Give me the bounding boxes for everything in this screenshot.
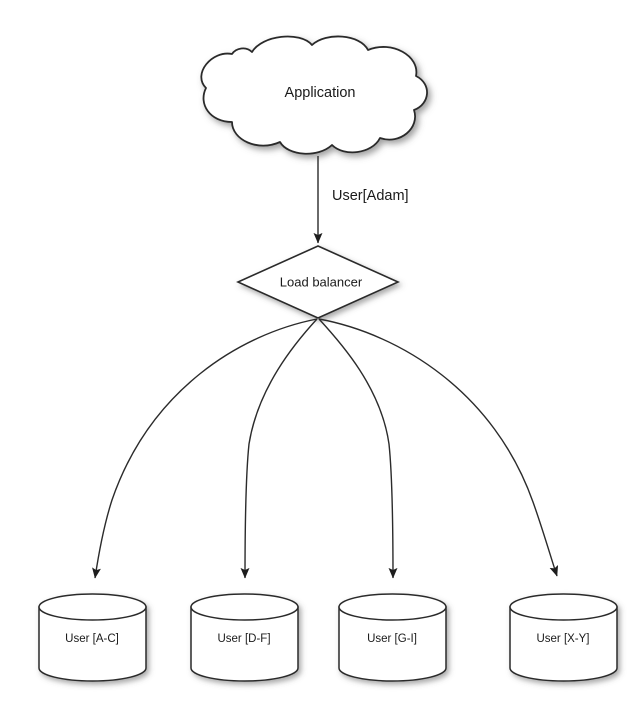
database-label-1: User [D-F] [217,633,270,645]
node-database-1[interactable]: User [D-F] [190,593,299,682]
edge-balancer-to-db-2[interactable] [318,318,398,579]
edge-curve-db-0 [92,318,318,579]
cloud-label: Application [285,85,356,101]
cylinder-shape-2 [338,593,447,682]
database-label-3: User [X-Y] [536,633,589,645]
edge-curve-db-3 [318,318,559,577]
diamond-label: Load balancer [280,274,363,289]
database-label-0: User [A-C] [65,633,119,645]
cloud-shape [200,35,428,155]
node-database-2[interactable]: User [G-I] [338,593,447,682]
cylinder-shape-1 [190,593,299,682]
edge-balancer-to-db-3[interactable] [318,318,559,577]
database-label-2: User [G-I] [367,633,417,645]
node-database-0[interactable]: User [A-C] [38,593,147,682]
node-load-balancer-diamond[interactable]: Load balancer [236,245,400,319]
node-database-3[interactable]: User [X-Y] [509,593,618,682]
cylinder-shape-0 [38,593,147,682]
edge-balancer-to-db-1[interactable] [240,318,318,579]
diamond-shape [236,245,400,319]
edge-curve-db-2 [318,318,398,579]
node-application-cloud[interactable]: Application [200,35,428,155]
cylinder-shape-3 [509,593,618,682]
edge-curve-db-1 [240,318,318,579]
edge-application-to-balancer[interactable]: User[Adam] [313,156,409,244]
edge-balancer-to-db-0[interactable] [92,318,318,579]
edge-label-user-adam: User[Adam] [332,188,409,204]
